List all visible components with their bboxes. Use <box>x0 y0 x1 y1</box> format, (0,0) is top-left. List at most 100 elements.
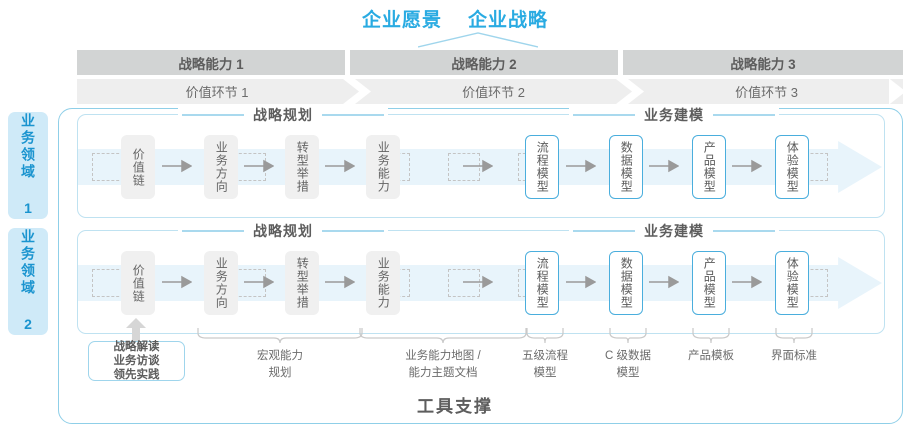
section-divider-right <box>322 230 384 232</box>
arrow-icon <box>732 159 762 173</box>
node-label: 流程模型 <box>535 257 550 309</box>
domain-row-1: 价值链 业务方向 转型举措 业务能力 流程模型 数据模型 产品模型 体验模型 战… <box>77 105 885 218</box>
node-label: 产品模型 <box>702 141 717 193</box>
node-label: 数据模型 <box>619 257 634 309</box>
brace-connector-4 <box>609 328 647 344</box>
node-label: 业务方向 <box>214 257 229 309</box>
node-data-model-2[interactable]: 数据模型 <box>609 251 643 315</box>
node-value-chain-1[interactable]: 价值链 <box>121 135 155 199</box>
node-business-capability-2[interactable]: 业务能力 <box>366 251 400 315</box>
node-transformation-2[interactable]: 转型举措 <box>285 251 319 315</box>
dash-placeholder-2a <box>92 269 124 297</box>
node-business-direction-1[interactable]: 业务方向 <box>204 135 238 199</box>
arrow-icon <box>649 159 679 173</box>
arrow-icon <box>244 159 274 173</box>
node-label: 价值链 <box>131 147 146 187</box>
value-chain-cell-2[interactable]: 价值环节 2 <box>357 79 630 104</box>
node-product-model-2[interactable]: 产品模型 <box>692 251 726 315</box>
strategy-line-3: 领先实践 <box>113 369 160 382</box>
brace-connector-5 <box>692 328 730 344</box>
arrow-icon <box>649 275 679 289</box>
arrow-icon <box>325 159 355 173</box>
domain-2-label: 业务领域 2 <box>20 228 36 335</box>
sidebar-item-domain-2[interactable]: 业务领域 2 <box>8 228 48 335</box>
section-divider-left <box>573 230 635 232</box>
arrow-icon <box>244 275 274 289</box>
tool-label-data-model: C 级数据 模型 <box>583 348 673 381</box>
brace-connector-3 <box>526 328 564 344</box>
arrow-icon <box>566 159 596 173</box>
enterprise-strategy-title: 企业战略 <box>468 10 549 31</box>
arrow-icon <box>162 275 192 289</box>
value-chain-bar-row: 价值环节 1 价值环节 2 价值环节 3 <box>77 79 905 104</box>
section-title-planning-1: 战略规划 <box>253 107 313 123</box>
value-chain-cell-3[interactable]: 价值环节 3 <box>630 79 903 104</box>
section-title-modeling-1: 业务建模 <box>644 107 704 123</box>
tool-label-process-model: 五级流程 模型 <box>500 348 590 381</box>
node-label: 业务方向 <box>214 141 229 193</box>
arrow-icon <box>732 275 762 289</box>
capability-cell-1[interactable]: 战略能力 1 <box>77 50 345 75</box>
top-chevron-icon <box>418 32 538 48</box>
enterprise-vision-title: 企业愿景 <box>361 10 442 31</box>
domain-row-2: 价值链 业务方向 转型举措 业务能力 流程模型 数据模型 产品模型 体验模型 战… <box>77 221 885 334</box>
node-experience-model-2[interactable]: 体验模型 <box>775 251 809 315</box>
section-divider-right <box>322 114 384 116</box>
up-arrow-icon <box>126 318 146 344</box>
tool-support-container <box>58 108 903 424</box>
capability-cell-3[interactable]: 战略能力 3 <box>623 50 903 75</box>
arrow-icon <box>325 275 355 289</box>
top-titles: 企业愿景 企业战略 <box>0 5 910 32</box>
node-value-chain-2[interactable]: 价值链 <box>121 251 155 315</box>
strategy-line-1: 战略解读 <box>113 340 160 353</box>
flow-band-arrow-2 <box>78 257 883 309</box>
value-chain-chevron-end <box>889 79 905 104</box>
brace-connector-2 <box>359 328 527 344</box>
node-product-model-1[interactable]: 产品模型 <box>692 135 726 199</box>
node-business-direction-2[interactable]: 业务方向 <box>204 251 238 315</box>
node-label: 体验模型 <box>785 141 800 193</box>
footer-title: 工具支撑 <box>417 397 493 416</box>
node-label: 业务能力 <box>376 141 391 193</box>
tool-label-capability-map: 业务能力地图 / 能力主题文档 <box>368 348 518 381</box>
section-divider-left <box>182 230 244 232</box>
dash-placeholder-2d <box>448 269 480 297</box>
node-process-model-1[interactable]: 流程模型 <box>525 135 559 199</box>
dash-placeholder-1d <box>448 153 480 181</box>
node-transformation-1[interactable]: 转型举措 <box>285 135 319 199</box>
tool-label-line1: 业务能力地图 / <box>405 350 481 362</box>
arrow-icon <box>463 275 493 289</box>
node-data-model-1[interactable]: 数据模型 <box>609 135 643 199</box>
arrow-icon <box>566 275 596 289</box>
node-process-model-2[interactable]: 流程模型 <box>525 251 559 315</box>
sidebar-item-domain-1[interactable]: 业务领域 1 <box>8 112 48 219</box>
tool-label-line1: 界面标准 <box>771 350 817 362</box>
section-divider-left <box>182 114 244 116</box>
tool-label-line2: 能力主题文档 <box>408 366 478 379</box>
node-label: 转型举措 <box>295 257 310 309</box>
capability-bar-row: 战略能力 1 战略能力 2 战略能力 3 <box>77 50 903 75</box>
flow-band-arrow-1 <box>78 141 883 193</box>
tool-label-line2: 规划 <box>268 366 292 379</box>
section-title-modeling-2: 业务建模 <box>644 223 704 239</box>
tool-label-line1: 产品模板 <box>688 350 734 362</box>
node-label: 价值链 <box>131 263 146 303</box>
node-business-capability-1[interactable]: 业务能力 <box>366 135 400 199</box>
node-experience-model-1[interactable]: 体验模型 <box>775 135 809 199</box>
node-label: 数据模型 <box>619 141 634 193</box>
strategy-line-2: 业务访谈 <box>113 355 160 367</box>
tool-label-line1: 五级流程 <box>522 350 568 362</box>
value-chain-chevron-1 <box>343 79 371 104</box>
arrow-icon <box>463 159 493 173</box>
value-chain-cell-1[interactable]: 价值环节 1 <box>77 79 357 104</box>
node-label: 产品模型 <box>702 257 717 309</box>
capability-cell-2[interactable]: 战略能力 2 <box>350 50 618 75</box>
node-label: 体验模型 <box>785 257 800 309</box>
tool-label-line2: 模型 <box>616 366 640 379</box>
node-label: 流程模型 <box>535 141 550 193</box>
strategy-interpretation-box[interactable]: 战略解读 业务访谈 领先实践 <box>88 341 185 381</box>
tool-label-line1: 宏观能力 <box>257 350 303 362</box>
tool-label-macro-capability: 宏观能力 规划 <box>220 348 340 381</box>
tool-label-ui-standard: 界面标准 <box>749 348 839 365</box>
